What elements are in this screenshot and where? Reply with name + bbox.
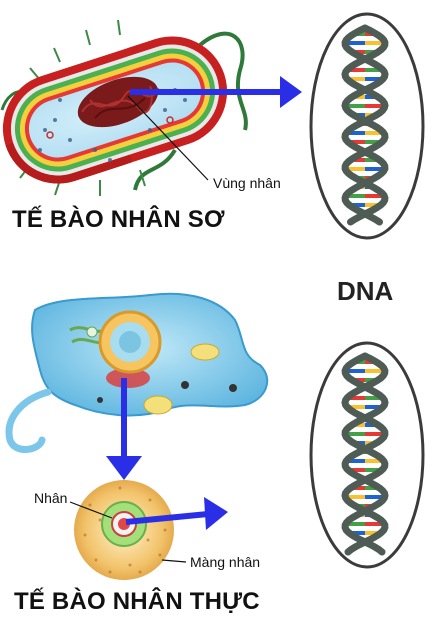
dna-helix-top — [341, 24, 389, 226]
nucleus-zoom — [74, 480, 174, 580]
dna-helix-bottom — [341, 352, 389, 556]
nucleoid-label: Vùng nhân — [213, 175, 281, 191]
flagellum — [198, 31, 248, 131]
arrow-nucleus-to-dna — [125, 497, 228, 530]
nucleus-leader-line — [69, 501, 113, 519]
arrow-eukaryote-down — [106, 378, 142, 480]
prokaryote-cell — [0, 19, 248, 196]
dna-backbone — [341, 24, 389, 226]
prokaryote-title: TẾ BÀO NHÂN SƠ — [12, 206, 225, 233]
dna-backbone — [341, 352, 389, 556]
nuclear-membrane-label: Màng nhân — [190, 554, 261, 570]
arrow-prokaryote-to-dna — [130, 76, 302, 108]
nucleoid-leader-line — [127, 95, 209, 181]
eukaryote-cell — [5, 292, 269, 453]
nucleus-label: Nhân — [34, 490, 68, 506]
membrane-leader-line — [161, 559, 187, 563]
dna-label: DNA — [337, 276, 394, 306]
flagellum — [133, 148, 177, 191]
dna-oval-bottom — [309, 341, 425, 569]
eukaryote-title: TẾ BÀO NHÂN THỰC — [14, 588, 260, 615]
